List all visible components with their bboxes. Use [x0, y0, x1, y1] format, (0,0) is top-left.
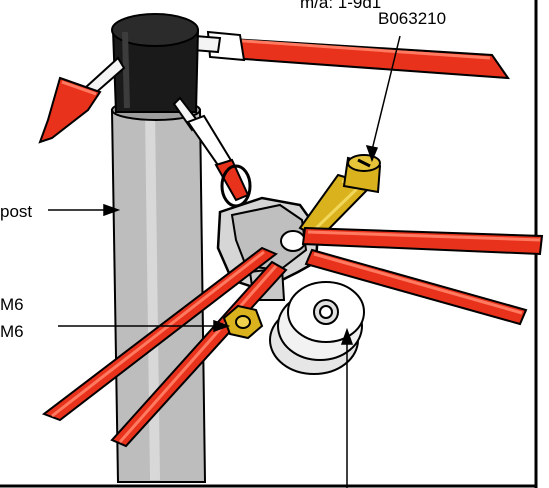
- m6-label-lower: M6: [0, 322, 24, 341]
- pulley: [269, 281, 365, 375]
- m6-label-upper: M6: [0, 295, 24, 314]
- wire-to-lug: [172, 96, 252, 208]
- lug-bracket: [216, 196, 320, 301]
- top-partial-label: m/a: 1-9d1: [300, 0, 382, 12]
- part-number-label: B063210: [378, 9, 447, 28]
- red-wires-right: [301, 226, 544, 326]
- leader-lines: [48, 35, 401, 488]
- red-wire-left: [38, 56, 126, 144]
- bolt: [298, 154, 382, 240]
- red-wire-top-right: [206, 30, 511, 80]
- nut: [222, 304, 264, 340]
- post-cap: [111, 13, 200, 113]
- post-label: post: [0, 202, 33, 221]
- leader-part-number: [371, 35, 401, 151]
